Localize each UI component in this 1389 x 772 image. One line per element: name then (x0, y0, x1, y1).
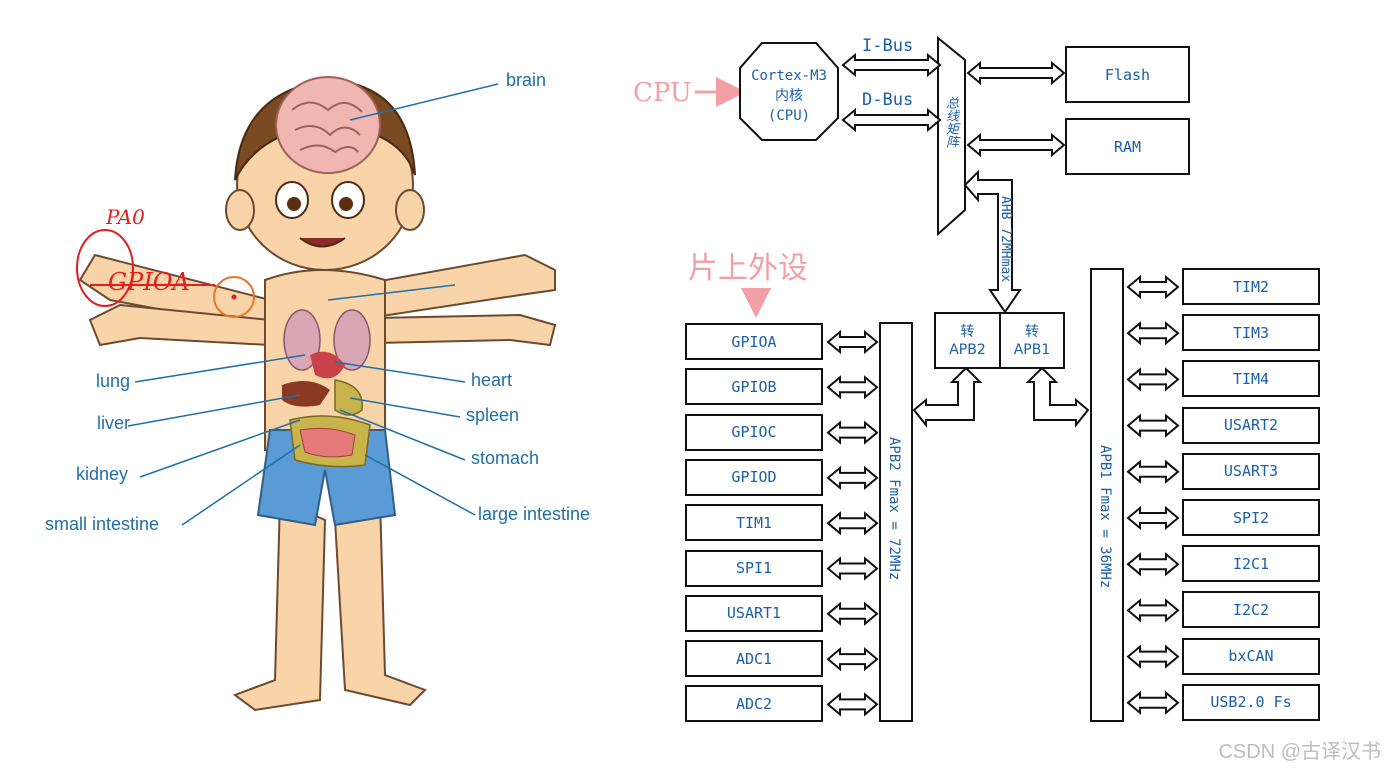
apb1-peripheral-box: SPI2 (1182, 499, 1320, 536)
label-heart: heart (471, 370, 513, 390)
bridge-apb1: 转 APB1 (999, 312, 1065, 369)
peripheral-link-arrow (1126, 690, 1180, 715)
peripheral-link-arrow (1126, 644, 1180, 669)
peripheral-link-arrow (1126, 413, 1180, 438)
core-octagon (739, 42, 839, 141)
apb1-peripheral-box: USB2.0 Fs (1182, 683, 1320, 721)
apb2-peripheral-box: SPI1 (685, 549, 823, 587)
peripheral-link-arrow (1126, 459, 1180, 484)
peripheral-link-arrow (826, 646, 879, 672)
apb1-bus (1090, 268, 1124, 722)
peripheral-link-arrow (1126, 321, 1180, 346)
apb1-peripheral-box: I2C2 (1182, 591, 1320, 629)
peripheral-link-arrow (1126, 598, 1180, 623)
peripheral-link-arrow (1126, 274, 1180, 300)
handwritten-gpioa: GPIOA (108, 268, 190, 296)
label-small-intestine: small intestine (45, 514, 160, 534)
apb2-bus-label: APB2 Fmax = 72MHz (886, 437, 902, 581)
peripheral-link-arrow (826, 375, 879, 400)
bus-matrix-label: 总线矩阵 (943, 96, 958, 148)
peripheral-link-arrow (826, 329, 879, 355)
dbus-label: D-Bus (862, 90, 914, 110)
label-kidney: kidney (76, 464, 129, 484)
label-large-intestine: large intestine (478, 504, 591, 524)
ahb-label: AHB 72MHmax (998, 196, 1013, 283)
peripheral-link-arrow (826, 692, 879, 717)
peripheral-link-arrow (1126, 552, 1180, 577)
apb1-peripheral-box: I2C1 (1182, 545, 1320, 583)
bridge-apb2-line1: 转 (960, 323, 975, 340)
peripheral-annotation: 片上外设 (688, 251, 808, 286)
core-label: Cortex-M3 内核 (CPU) (740, 66, 838, 126)
bridge-apb1-line1: 转 (1025, 323, 1039, 340)
apb2-peripheral-box: ADC1 (685, 640, 823, 678)
apb1-peripheral-box: USART3 (1182, 452, 1320, 490)
watermark: CSDN @古译汉书 (1218, 741, 1381, 763)
child-body-illustration (76, 76, 557, 712)
core-label-line2: 内核 (775, 88, 803, 104)
bridge-apb1-line2: APB1 (1013, 341, 1051, 358)
apb1-peripheral-box: TIM2 (1182, 268, 1320, 305)
bus-matrix-shape (937, 35, 966, 237)
label-stomach: stomach (471, 448, 540, 468)
apb1-peripheral-box: bxCAN (1182, 637, 1320, 675)
bridge-apb2-line2: APB2 (949, 341, 986, 358)
peripheral-link-arrow (826, 511, 879, 536)
apb1-bus-label: APB1 Fmax = 36MHz (1097, 445, 1113, 589)
apb2-peripheral-box: GPIOD (685, 458, 823, 496)
apb2-bus (879, 322, 913, 722)
cpu-annotation: CPU (633, 78, 692, 108)
apb2-peripheral-box: TIM1 (685, 504, 823, 542)
ram-box: RAM (1065, 118, 1190, 175)
apb1-peripheral-box: TIM3 (1182, 314, 1320, 352)
peripheral-link-arrow (1126, 505, 1180, 531)
peripheral-link-arrow (826, 601, 879, 626)
handwritten-pa0: PA0 (106, 205, 145, 229)
bridge-apb2: 转 APB2 (934, 312, 1001, 369)
core-label-line3: (CPU) (767, 108, 811, 124)
flash-box: Flash (1065, 46, 1190, 103)
apb2-peripheral-box: GPIOA (685, 323, 823, 360)
peripheral-link-arrow (826, 465, 879, 491)
apb1-peripheral-box: USART2 (1182, 406, 1320, 444)
body-illustration-panel: brain lung liver kidney small intestine … (40, 40, 620, 730)
core-label-line1: Cortex-M3 (751, 68, 827, 84)
label-spleen: spleen (466, 405, 520, 425)
apb2-peripheral-box: USART1 (685, 594, 823, 632)
apb1-peripheral-box: TIM4 (1182, 360, 1320, 398)
apb2-peripheral-box: ADC2 (685, 685, 823, 723)
apb2-peripheral-box: GPIOC (685, 413, 823, 451)
peripheral-link-arrow (826, 420, 879, 445)
label-brain: brain (506, 70, 547, 90)
label-liver: liver (97, 413, 131, 433)
peripheral-link-arrow (826, 556, 879, 581)
ibus-label: I-Bus (862, 36, 914, 56)
peripheral-link-arrow (1126, 367, 1180, 392)
label-lung: lung (96, 371, 131, 391)
apb2-peripheral-box: GPIOB (685, 368, 823, 406)
